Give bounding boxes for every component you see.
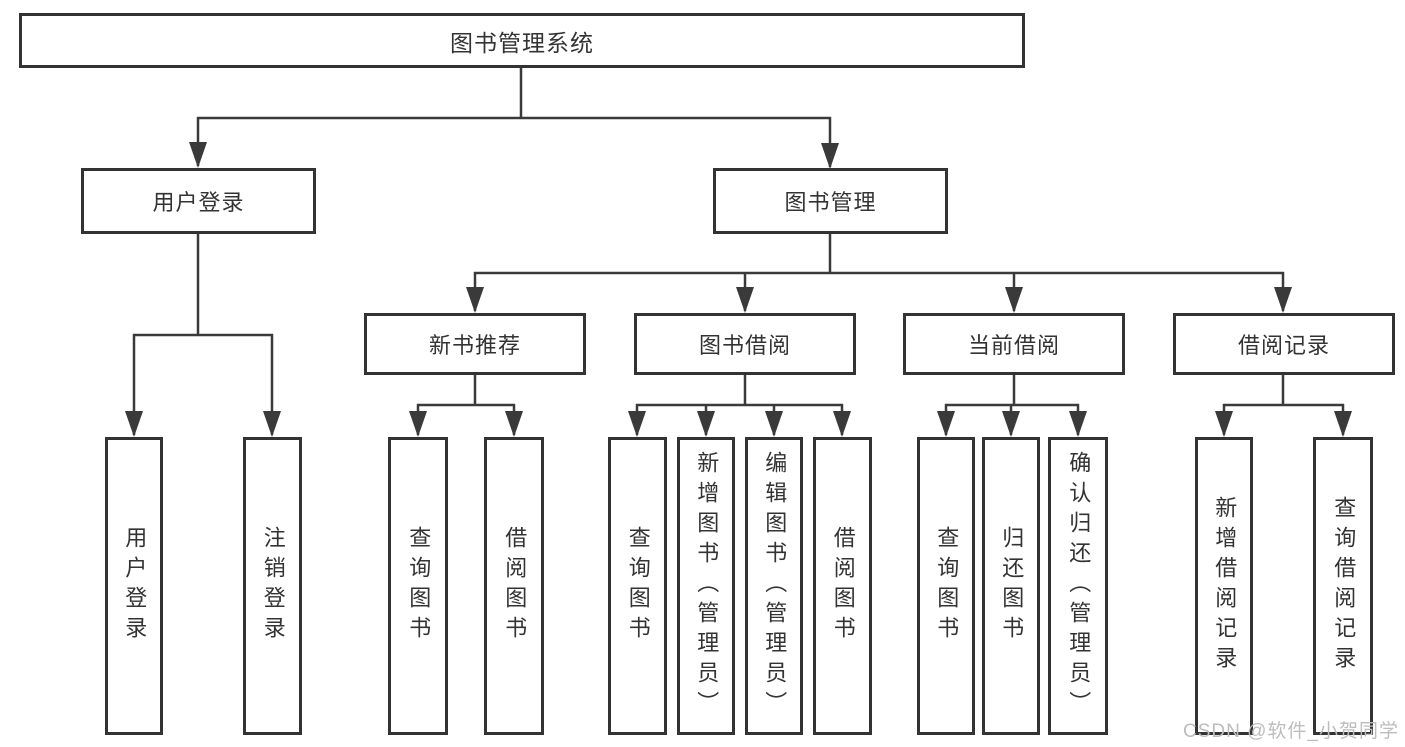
node-user-login-label: 用户登录 — [152, 190, 245, 215]
node-current-borrow-label: 当前借阅 — [967, 333, 1060, 358]
node-current-borrow: 当前借阅 — [903, 313, 1125, 375]
leaf-user-login-label: 用户登录 — [122, 526, 148, 646]
node-user-login: 用户登录 — [81, 168, 316, 234]
node-book-management-label: 图书管理 — [784, 190, 877, 215]
leaf-br-add-record-label: 新增借阅记录 — [1212, 496, 1238, 676]
node-root: 图书管理系统 — [19, 13, 1025, 68]
leaf-user-login: 用户登录 — [105, 437, 163, 735]
node-book-borrow-label: 图书借阅 — [698, 333, 791, 358]
leaf-bb-borrow-books: 借阅图书 — [813, 437, 872, 735]
leaf-cb-query-books: 查询图书 — [917, 437, 975, 735]
leaf-br-query-record-label: 查询借阅记录 — [1331, 496, 1357, 676]
leaf-logout-label: 注销登录 — [260, 526, 286, 646]
node-book-borrow: 图书借阅 — [634, 313, 856, 375]
node-book-management: 图书管理 — [713, 168, 948, 234]
leaf-logout: 注销登录 — [243, 437, 302, 735]
leaf-bb-edit-books-admin: 编辑图书（管理员） — [745, 437, 803, 735]
leaf-nb-query-books: 查询图书 — [388, 437, 448, 735]
leaf-bb-borrow-books-label: 借阅图书 — [830, 526, 856, 646]
leaf-bb-add-books-admin-label: 新增图书（管理员） — [694, 451, 720, 721]
leaf-bb-query-books-label: 查询图书 — [625, 526, 651, 646]
leaf-br-query-record: 查询借阅记录 — [1313, 437, 1373, 735]
node-new-book-recommend: 新书推荐 — [364, 313, 586, 375]
leaf-cb-confirm-return-admin-label: 确认归还（管理员） — [1066, 451, 1092, 721]
leaf-bb-query-books: 查询图书 — [608, 437, 667, 735]
node-new-book-recommend-label: 新书推荐 — [428, 333, 521, 358]
leaf-nb-query-books-label: 查询图书 — [406, 526, 432, 646]
leaf-br-add-record: 新增借阅记录 — [1195, 437, 1253, 735]
leaf-nb-borrow-books: 借阅图书 — [484, 437, 544, 735]
leaf-cb-confirm-return-admin: 确认归还（管理员） — [1048, 437, 1108, 735]
leaf-cb-query-books-label: 查询图书 — [934, 526, 960, 646]
leaf-cb-return-books: 归还图书 — [982, 437, 1040, 735]
leaf-bb-add-books-admin: 新增图书（管理员） — [677, 437, 735, 735]
node-borrow-records: 借阅记录 — [1173, 313, 1395, 375]
watermark-text: CSDN @软件_小贺同学 — [1183, 721, 1399, 742]
node-borrow-records-label: 借阅记录 — [1237, 333, 1330, 358]
leaf-cb-return-books-label: 归还图书 — [999, 526, 1025, 646]
leaf-bb-edit-books-admin-label: 编辑图书（管理员） — [762, 451, 788, 721]
node-root-label: 图书管理系统 — [450, 29, 594, 56]
leaf-nb-borrow-books-label: 借阅图书 — [502, 526, 528, 646]
